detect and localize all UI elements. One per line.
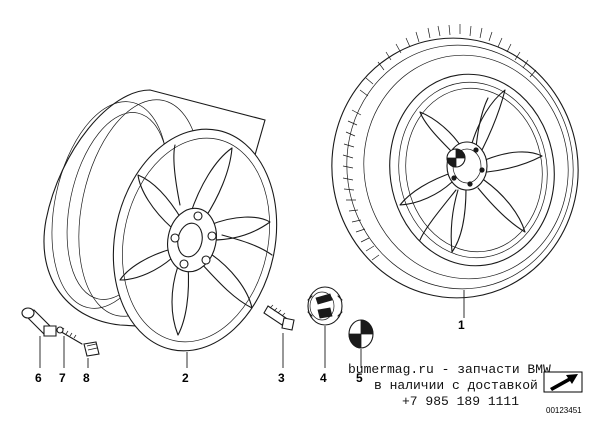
valve-cap — [83, 341, 100, 357]
part-label-1: 1 — [458, 318, 465, 332]
wheel-bolt — [263, 304, 295, 331]
tire-tread-pattern — [342, 24, 537, 261]
part-label-6: 6 — [35, 371, 42, 385]
watermark-line-2: в наличии с доставкой — [374, 378, 538, 393]
complete-wheel-with-tire — [331, 24, 579, 299]
bmw-center-badge — [446, 148, 466, 168]
part-label-2: 2 — [182, 371, 189, 385]
part-label-8: 8 — [83, 371, 90, 385]
arrow-icon — [550, 374, 578, 391]
rim-spokes — [119, 144, 273, 336]
hub-cap — [307, 286, 343, 326]
part-label-5: 5 — [356, 371, 363, 385]
drawing-number: 00123451 — [546, 406, 582, 415]
tire-valve — [21, 307, 57, 337]
drawing-reference: 00123451 — [543, 371, 583, 415]
bmw-emblem — [348, 319, 374, 349]
light-alloy-rim — [43, 89, 278, 352]
watermark-line-3: +7 985 189 1111 — [402, 394, 519, 409]
leader-lines — [39, 290, 465, 368]
watermark-line-1: bumermag.ru - запчасти BMW — [348, 362, 551, 377]
wheel-spokes — [399, 89, 543, 253]
valve-insert — [56, 326, 83, 345]
part-label-4: 4 — [320, 371, 327, 385]
part-label-7: 7 — [59, 371, 66, 385]
part-label-3: 3 — [278, 371, 285, 385]
